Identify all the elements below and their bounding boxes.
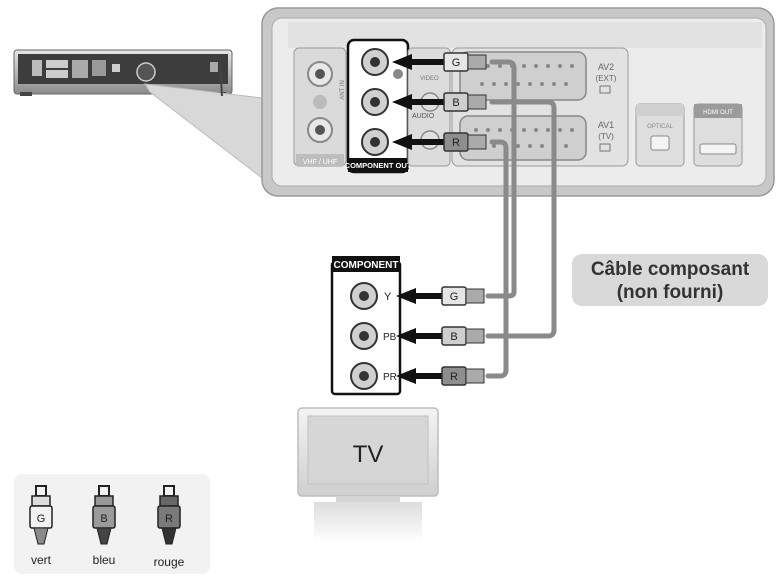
cable-green bbox=[485, 59, 517, 299]
optical-label: OPTICAL bbox=[647, 124, 673, 130]
legend-graphic: G vert B bleu R rouge bbox=[29, 485, 185, 569]
legend-caption-rouge: rouge bbox=[154, 555, 185, 569]
hdmi-label: HDMI OUT bbox=[703, 110, 733, 116]
port-y-label: Y bbox=[384, 291, 392, 303]
component-cable bbox=[485, 59, 557, 379]
plug-b-letter-bottom: B bbox=[450, 331, 457, 343]
cable-red bbox=[485, 139, 509, 379]
cable-callout: Câble composant (non fourni) bbox=[572, 254, 768, 306]
cable-blue bbox=[485, 99, 557, 339]
port-pb-label: PB bbox=[383, 332, 397, 343]
recorder-device bbox=[13, 49, 233, 96]
plug-r-letter-bottom: R bbox=[450, 371, 458, 383]
plug-b-letter: B bbox=[452, 97, 459, 109]
top-plug-red: R bbox=[392, 132, 487, 152]
legend-item-blue: B bleu bbox=[92, 485, 116, 567]
vhf-uhf-label: VHF / UHF bbox=[303, 159, 337, 166]
av1-label: AV1 bbox=[598, 120, 614, 130]
tv-set: TV bbox=[297, 407, 439, 542]
top-plug-green: G bbox=[392, 52, 487, 72]
video-label: VIDEO bbox=[420, 76, 439, 82]
top-plug-blue: B bbox=[392, 92, 487, 112]
legend-caption-bleu: bleu bbox=[93, 553, 116, 567]
legend-item-red: R rouge bbox=[154, 485, 185, 569]
audio-label: AUDIO bbox=[412, 113, 435, 120]
legend-letter-g: G bbox=[37, 513, 46, 525]
plug-r-letter: R bbox=[452, 137, 460, 149]
plug-g-letter-bottom: G bbox=[450, 291, 459, 303]
legend-letter-r: R bbox=[165, 513, 173, 525]
av2-label: AV2 bbox=[598, 62, 614, 72]
legend-caption-vert: vert bbox=[31, 553, 52, 567]
bottom-plug-blue: B bbox=[396, 326, 485, 346]
component-out-label: COMPONENT OUT bbox=[345, 161, 412, 170]
port-pr-label: PR bbox=[383, 372, 397, 383]
tv-component-panel: COMPONENT Y PB PR bbox=[330, 256, 402, 396]
color-legend: G vert B bleu R rouge bbox=[14, 474, 210, 574]
legend-letter-b: B bbox=[100, 513, 107, 525]
tv-label: TV bbox=[353, 441, 384, 468]
bottom-plug-red: R bbox=[396, 366, 485, 386]
legend-item-green: G vert bbox=[29, 485, 53, 567]
callout-line-1: Câble composant bbox=[590, 259, 750, 280]
plug-g-letter: G bbox=[452, 57, 461, 69]
av2-ext-label: (EXT) bbox=[596, 74, 617, 83]
callout-line-2: (non fourni) bbox=[616, 282, 724, 303]
av1-sub-label: (TV) bbox=[598, 132, 614, 141]
power-cord bbox=[219, 61, 223, 97]
bottom-plug-green: G bbox=[396, 286, 485, 306]
zoom-wedge bbox=[144, 83, 263, 180]
ant-in-label: ANT IN bbox=[340, 80, 346, 100]
component-title: COMPONENT bbox=[334, 260, 399, 271]
